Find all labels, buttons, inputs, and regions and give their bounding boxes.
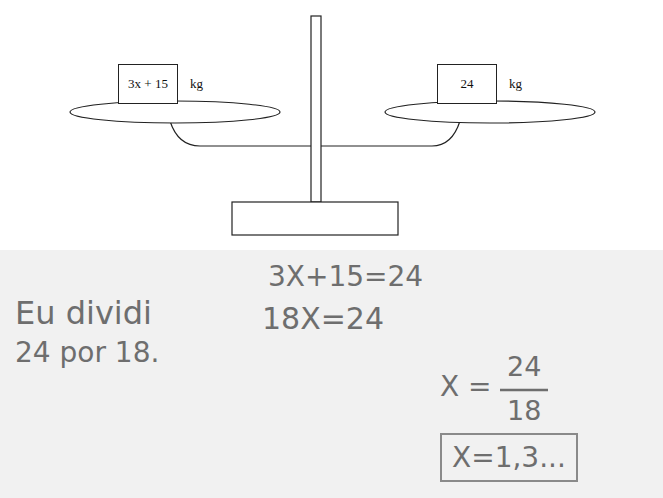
left-pan — [70, 101, 280, 123]
paper-ground — [0, 250, 663, 498]
answer-box: X=1,3... — [440, 432, 580, 482]
box-text: 3x + 15 — [118, 64, 178, 104]
fraction-bar — [500, 389, 548, 392]
scale-beam — [170, 121, 460, 146]
note-text: Eu dividi — [15, 296, 152, 331]
weight-box: 24 kg — [437, 63, 524, 104]
fraction-numerator: 24 — [507, 352, 541, 382]
equation: 3X+15=24 — [268, 262, 423, 293]
note-text: 24 por 18. — [15, 338, 159, 369]
box-text: X=1,3... — [440, 433, 578, 482]
equation: X = — [440, 372, 492, 403]
scale-base — [232, 202, 398, 235]
fraction-denominator: 18 — [507, 396, 541, 426]
weight-box: 3x + 15 kg — [118, 63, 205, 104]
equation: 18X=24 — [262, 302, 384, 335]
right-pan — [385, 101, 595, 123]
box-text: 24 — [437, 64, 497, 104]
unit-label: kg — [190, 76, 203, 92]
scale-post — [311, 16, 321, 202]
unit-label: kg — [509, 76, 522, 92]
